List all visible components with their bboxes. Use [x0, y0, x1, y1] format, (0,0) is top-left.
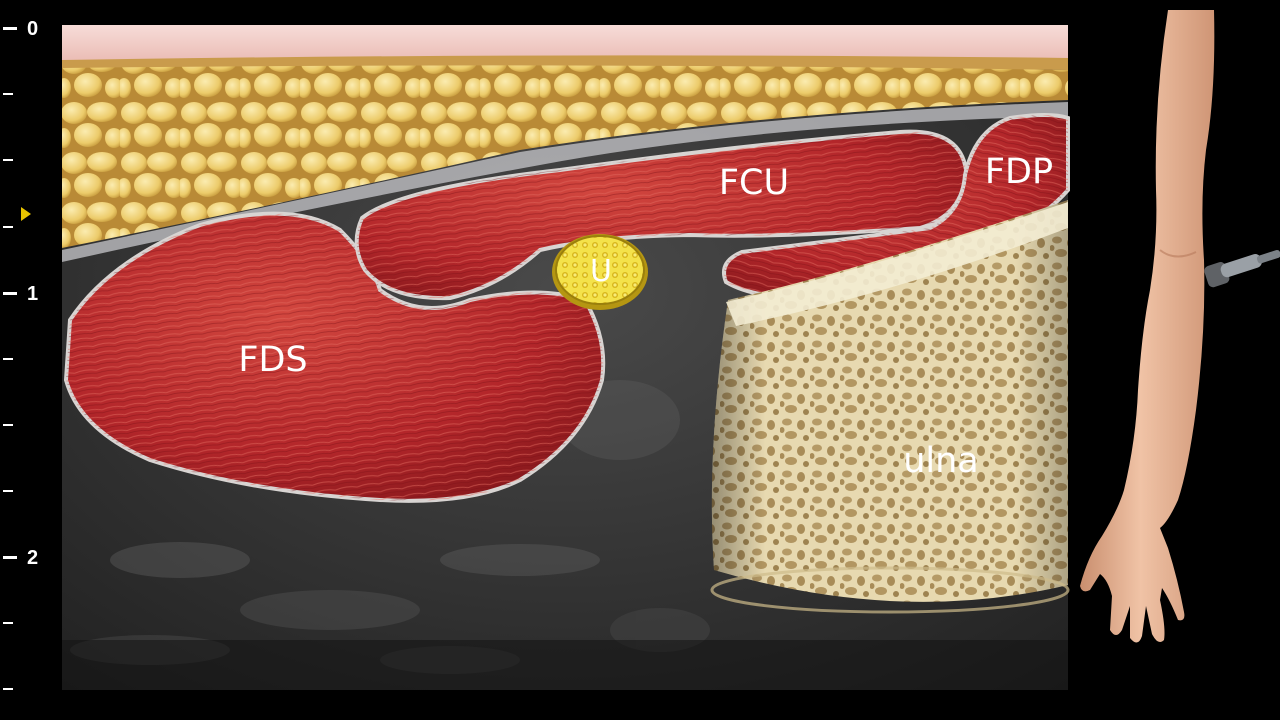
depth-label-1: 1: [27, 283, 38, 305]
depth-tick-minor: [3, 424, 13, 426]
fcu-muscle: [354, 129, 969, 301]
label-ulna: ulna: [903, 441, 979, 481]
depth-scale: 0 1 2: [3, 18, 38, 690]
bone-base-rim: [710, 566, 1070, 614]
depth-tick-minor: [3, 159, 13, 161]
depth-tick-minor: [3, 93, 13, 95]
fascia-line: [62, 102, 1068, 262]
elbow-crease: [1159, 249, 1197, 258]
ulnar-nerve: [552, 234, 648, 310]
label-fds: FDS: [238, 340, 307, 380]
fds-muscle: [63, 211, 606, 503]
depth-tick-major-0: 0: [3, 18, 38, 40]
depth-tick-minor: [3, 226, 13, 228]
arm-shape: [1080, 10, 1215, 643]
probe-icon: [1204, 249, 1280, 288]
cortex-rim: [726, 202, 1068, 326]
dark-lower-edge: [62, 640, 1068, 690]
depth-tick-major-2: 2: [3, 547, 38, 569]
depth-label-0: 0: [27, 18, 38, 40]
depth-tick-minor: [3, 490, 13, 492]
label-ulnar-nerve: U: [590, 254, 612, 289]
depth-tick-minor: [3, 622, 13, 624]
label-fdp: FDP: [985, 152, 1053, 192]
depth-tick-minor: [3, 688, 13, 690]
depth-tick-major-1: 1: [3, 283, 38, 305]
subcutaneous-fat: [62, 65, 1068, 248]
focus-marker-icon: [21, 207, 31, 221]
ultrasound-field: FCU FDP FDS U ulna: [62, 25, 1070, 690]
label-fcu: FCU: [719, 163, 789, 203]
arm-with-probe-icon: [1080, 10, 1280, 643]
ulna-bone: [710, 200, 1070, 614]
depth-tick-minor: [3, 358, 13, 360]
depth-label-2: 2: [27, 547, 38, 569]
